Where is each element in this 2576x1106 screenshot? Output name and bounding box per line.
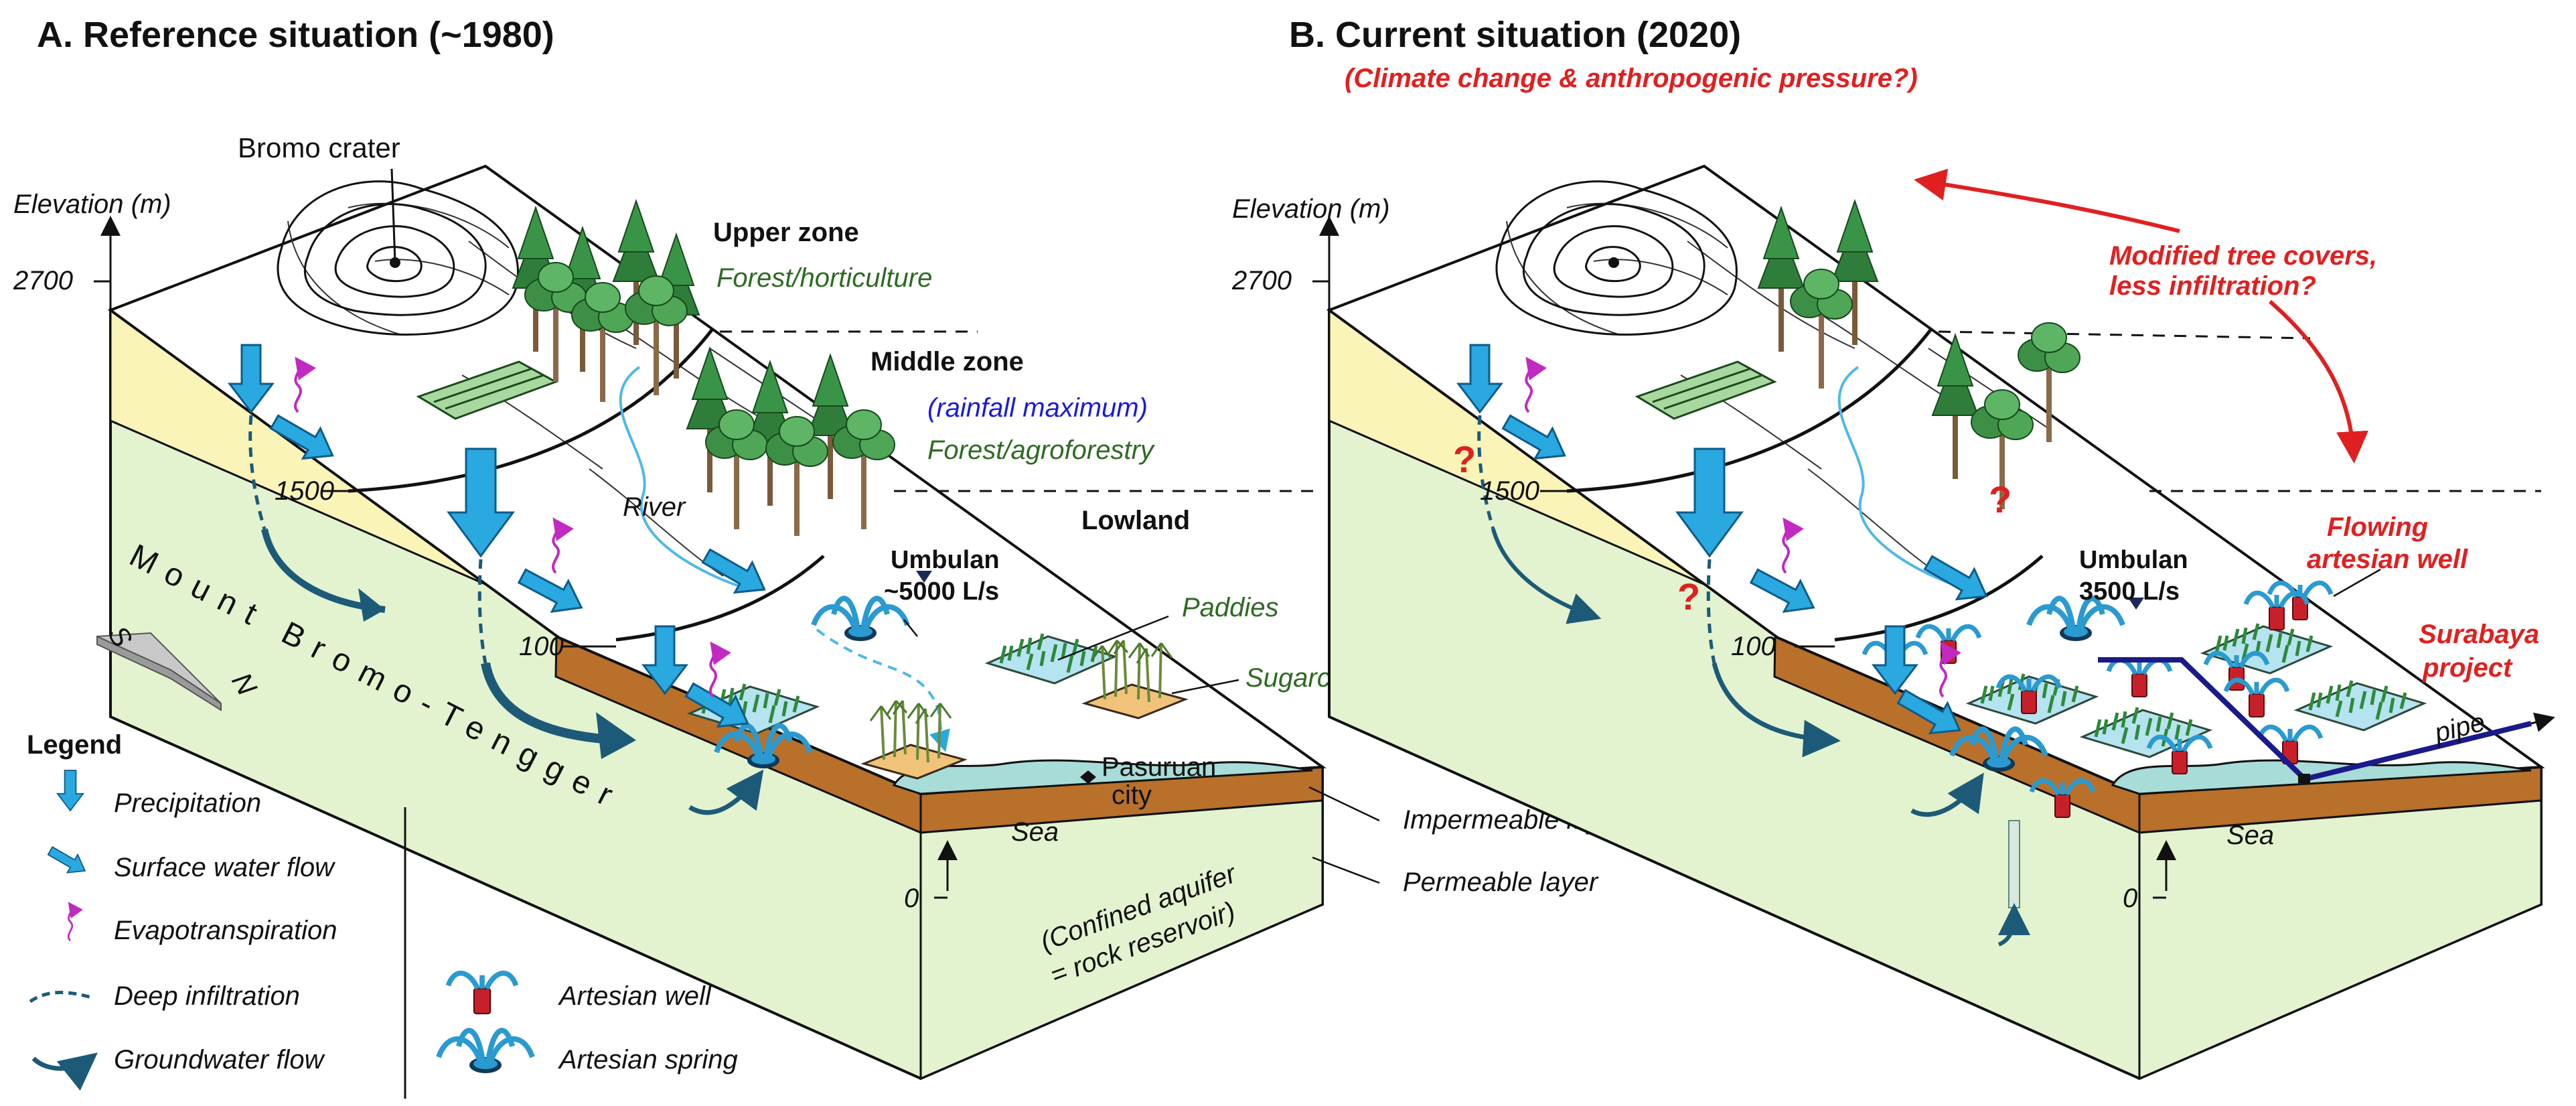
tree-cover-arrow-1	[1914, 168, 2180, 233]
umbulan-flow-a: ~5000 L/s	[884, 577, 999, 606]
groundwater-flow-icon	[31, 1052, 98, 1091]
river-label: River	[623, 492, 686, 522]
surface-flow-icon	[44, 841, 91, 881]
tick-2700-a: 2700	[13, 266, 73, 295]
permeable-layer-label: Permeable layer	[1403, 868, 1599, 897]
panel-b: B. Current situation (2020) (Climate cha…	[1231, 15, 2555, 1081]
tree-cover-arrow-2	[2269, 299, 2368, 464]
bromo-crater-label: Bromo crater	[238, 132, 400, 163]
deep-infiltration-icon	[29, 991, 94, 1004]
panel-a-title: A. Reference situation (~1980)	[37, 15, 554, 55]
sea-label-b: Sea	[2226, 821, 2274, 850]
pasuruan-label: Pasuruan	[1102, 752, 1216, 782]
legend-artesian-spring: Artesian spring	[558, 1045, 738, 1075]
tick-1500-a: 1500	[275, 476, 334, 506]
surabaya-pipe	[2098, 657, 2532, 782]
artesian-well-icon	[448, 973, 516, 1014]
upper-zone-use: Forest/horticulture	[716, 263, 932, 293]
aquifer-front	[919, 799, 1324, 1081]
tick-0-a: 0	[904, 884, 919, 913]
elevation-label-a: Elevation (m)	[13, 190, 171, 219]
deep-infiltration-2	[477, 559, 487, 664]
precipitation-icon	[56, 770, 84, 811]
water-table-marker	[916, 571, 932, 583]
flowing-label-1: Flowing	[2327, 512, 2428, 542]
legend: Legend Precipitation Surface water flow …	[27, 730, 738, 1099]
pasuruan-marker	[1080, 770, 1096, 784]
paddies-label: Paddies	[1182, 593, 1279, 622]
middle-zone-label: Middle zone	[870, 347, 1024, 376]
river-line	[619, 366, 751, 591]
legend-artesian-well: Artesian well	[558, 981, 712, 1011]
panel-b-subtitle: (Climate change & anthropogenic pressure…	[1345, 64, 1918, 93]
legend-groundwater-flow: Groundwater flow	[114, 1045, 326, 1075]
elevation-label-b: Elevation (m)	[1232, 194, 1390, 224]
surabaya-label-1: Surabaya	[2419, 620, 2539, 649]
umbulan-label-a: Umbulan	[891, 546, 1000, 574]
tick-0-b: 0	[2123, 884, 2137, 913]
groundwater-flow-3	[688, 769, 764, 815]
city-label: city	[1112, 780, 1152, 810]
tick-100-a: 100	[519, 632, 564, 661]
groundwater-flow-2	[481, 662, 623, 745]
tick-100-b: 100	[1731, 632, 1776, 661]
umbulan-flow-b: 3500 L/s	[2079, 577, 2180, 606]
tree-cover-label-1: Modified tree covers,	[2109, 241, 2377, 271]
surabaya-label-2: project	[2422, 653, 2513, 683]
sea-label-a: Sea	[1011, 817, 1059, 847]
lowland-label: Lowland	[1081, 506, 1190, 535]
tree-cover-label-2: less infiltration?	[2109, 271, 2316, 301]
legend-surface-flow: Surface water flow	[114, 853, 336, 882]
middle-zone-use: Forest/agroforestry	[927, 435, 1156, 465]
panel-b-title: B. Current situation (2020)	[1289, 15, 1741, 55]
legend-precipitation: Precipitation	[114, 788, 261, 818]
boundary-100	[615, 555, 825, 642]
deep-infiltration-1	[248, 415, 267, 530]
flowing-well-casing	[2008, 820, 2020, 908]
rainfall-maximum: (rainfall maximum)	[927, 393, 1148, 423]
question-mark-1: ?	[1453, 438, 1476, 480]
evapotranspiration-icon	[68, 905, 72, 941]
flowing-label-2: artesian well	[2307, 545, 2468, 574]
legend-title: Legend	[27, 730, 122, 760]
crater-leader	[390, 168, 396, 263]
umbulan-label-b: Umbulan	[2079, 546, 2188, 574]
question-mark-2: ?	[1677, 575, 1700, 618]
tick-1500-b: 1500	[1480, 476, 1539, 506]
legend-deep-infiltration: Deep infiltration	[114, 981, 300, 1011]
question-mark-3: ?	[1989, 478, 2012, 521]
legend-evapotranspiration: Evapotranspiration	[114, 916, 337, 945]
artesian-spring-icon	[439, 1030, 532, 1073]
upper-zone-label: Upper zone	[713, 218, 859, 247]
tick-2700-b: 2700	[1231, 266, 1292, 295]
